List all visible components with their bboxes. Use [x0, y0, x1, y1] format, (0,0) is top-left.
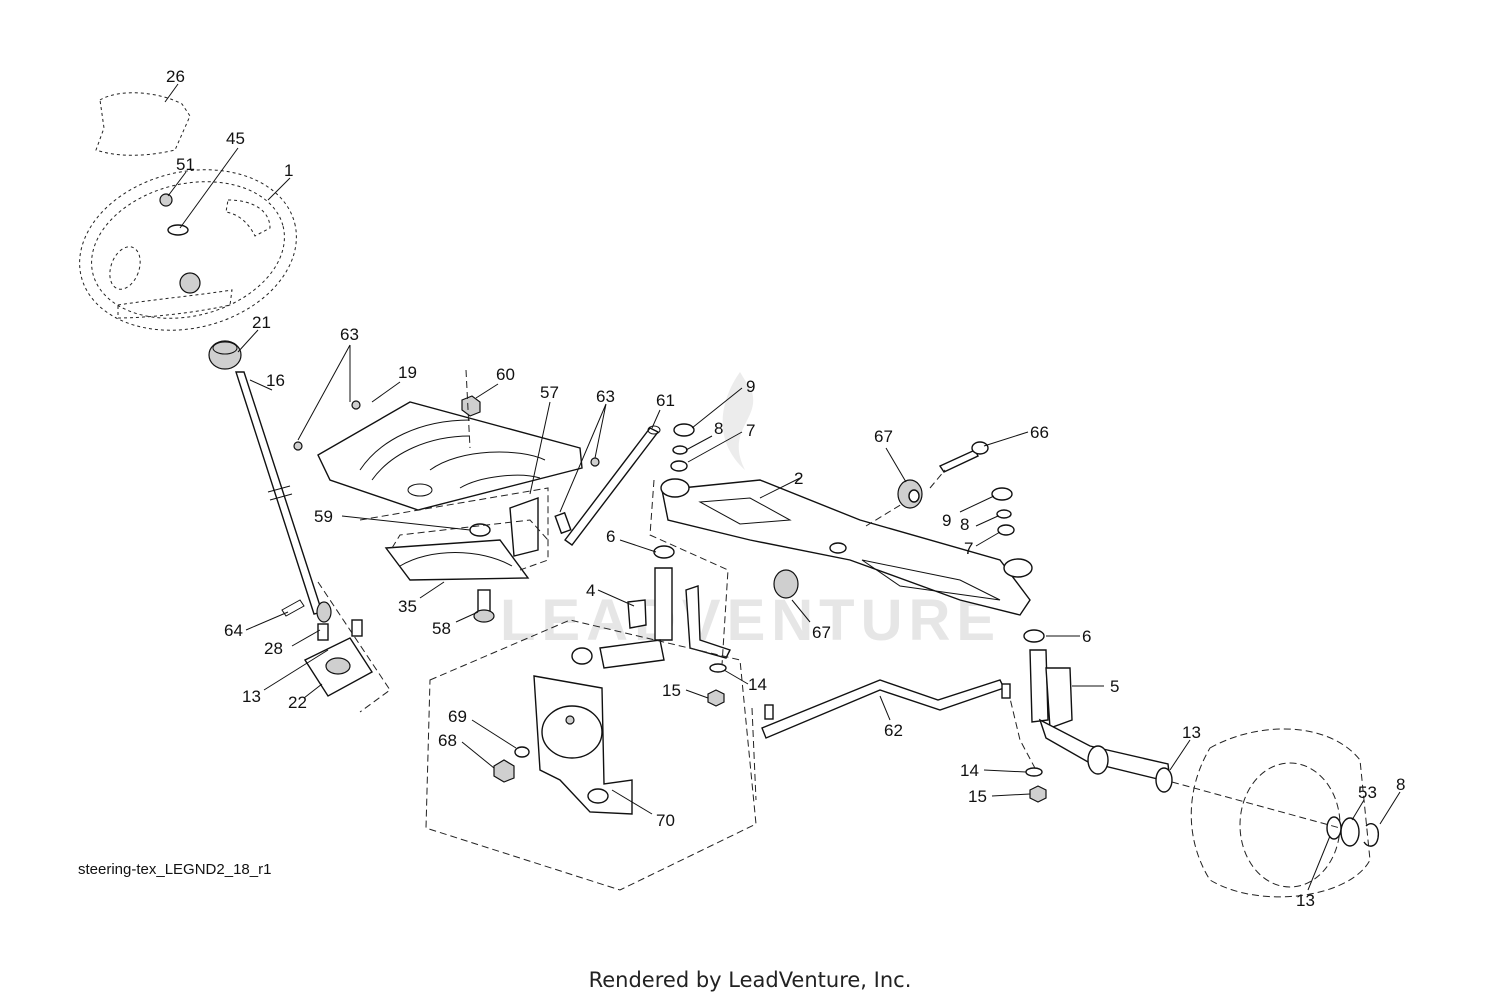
nut-60 — [461, 369, 481, 449]
tie-rod-62 — [761, 679, 1011, 739]
bolt-58 — [473, 589, 495, 623]
callout-4: 4 — [586, 581, 595, 600]
callout-labels: 26 45 51 1 21 16 63 19 60 57 63 61 9 8 7… — [166, 67, 1405, 910]
callout-28: 28 — [264, 639, 283, 658]
steering-plate-22 — [281, 599, 373, 697]
callout-22: 22 — [288, 693, 307, 712]
callout-59: 59 — [314, 507, 333, 526]
callout-13-bottom: 13 — [1296, 891, 1315, 910]
callout-66: 66 — [1030, 423, 1049, 442]
callout-7-top: 7 — [746, 421, 755, 440]
leader-lines — [164, 83, 1401, 891]
spacer-67-bottom — [773, 569, 799, 599]
pin-61 — [564, 425, 661, 546]
callout-8-top: 8 — [714, 419, 723, 438]
callout-69: 69 — [448, 707, 467, 726]
callout-6-right: 6 — [1082, 627, 1091, 646]
callout-63-right: 63 — [596, 387, 615, 406]
washer-59 — [469, 523, 491, 537]
callout-16: 16 — [266, 371, 285, 390]
steering-adapter-21 — [208, 340, 242, 370]
callout-58: 58 — [432, 619, 451, 638]
spindle-5 — [1023, 629, 1171, 783]
callout-67-bottom: 67 — [812, 623, 831, 642]
bushing-66-bolt — [938, 441, 989, 473]
spindle-4 — [571, 545, 731, 669]
callout-13-left: 13 — [242, 687, 261, 706]
callout-35: 35 — [398, 597, 417, 616]
sector-gear-35 — [384, 519, 549, 581]
callout-2: 2 — [794, 469, 803, 488]
washer-14-nut-15-right — [1007, 689, 1047, 803]
callout-6-left: 6 — [606, 527, 615, 546]
watermark-text: LEADVENTURE — [500, 588, 1001, 653]
steering-wheel-cover-26 — [95, 92, 191, 156]
drawing-code: steering-tex_LEGND2_18_r1 — [78, 861, 271, 878]
callout-64: 64 — [224, 621, 243, 640]
washer-14-nut-15-left — [707, 663, 727, 707]
callout-1: 1 — [284, 161, 293, 180]
callout-26: 26 — [166, 67, 185, 86]
callout-57: 57 — [540, 383, 559, 402]
steering-wheel-1 — [79, 169, 297, 331]
callout-61: 61 — [656, 391, 675, 410]
callout-14-right: 14 — [960, 761, 979, 780]
callout-70: 70 — [656, 811, 675, 830]
steering-bracket-19 — [293, 400, 600, 557]
callout-63-left: 63 — [340, 325, 359, 344]
callout-15-left: 15 — [662, 681, 681, 700]
callout-21: 21 — [252, 313, 271, 332]
callout-5: 5 — [1110, 677, 1119, 696]
front-wheel — [1155, 728, 1380, 898]
callout-14-left: 14 — [748, 675, 767, 694]
callout-51: 51 — [176, 155, 195, 174]
callout-15-right: 15 — [968, 787, 987, 806]
callout-62: 62 — [884, 721, 903, 740]
callout-67-top: 67 — [874, 427, 893, 446]
callout-8-wheel: 8 — [1396, 775, 1405, 794]
callout-19: 19 — [398, 363, 417, 382]
nut-68-washer-69 — [493, 746, 530, 783]
callout-7-right: 7 — [964, 539, 973, 558]
spacer-67-top — [865, 469, 946, 527]
render-credit: Rendered by LeadVenture, Inc. — [588, 968, 912, 992]
callout-45: 45 — [226, 129, 245, 148]
front-axle-2 — [660, 478, 1033, 616]
callout-9-top: 9 — [746, 377, 755, 396]
callout-13-wheel: 13 — [1182, 723, 1201, 742]
mounting-plate-70 — [533, 675, 633, 815]
steering-shaft-16 — [235, 371, 332, 623]
pin-57 — [554, 511, 572, 535]
washers-7-8 — [670, 445, 1015, 536]
callout-8-right: 8 — [960, 515, 969, 534]
callout-9-right: 9 — [942, 511, 951, 530]
watermark: LEADVENTURE — [500, 372, 1001, 653]
caps-9 — [673, 423, 1013, 501]
callout-53: 53 — [1358, 783, 1377, 802]
callout-68: 68 — [438, 731, 457, 750]
callout-60: 60 — [496, 365, 515, 384]
